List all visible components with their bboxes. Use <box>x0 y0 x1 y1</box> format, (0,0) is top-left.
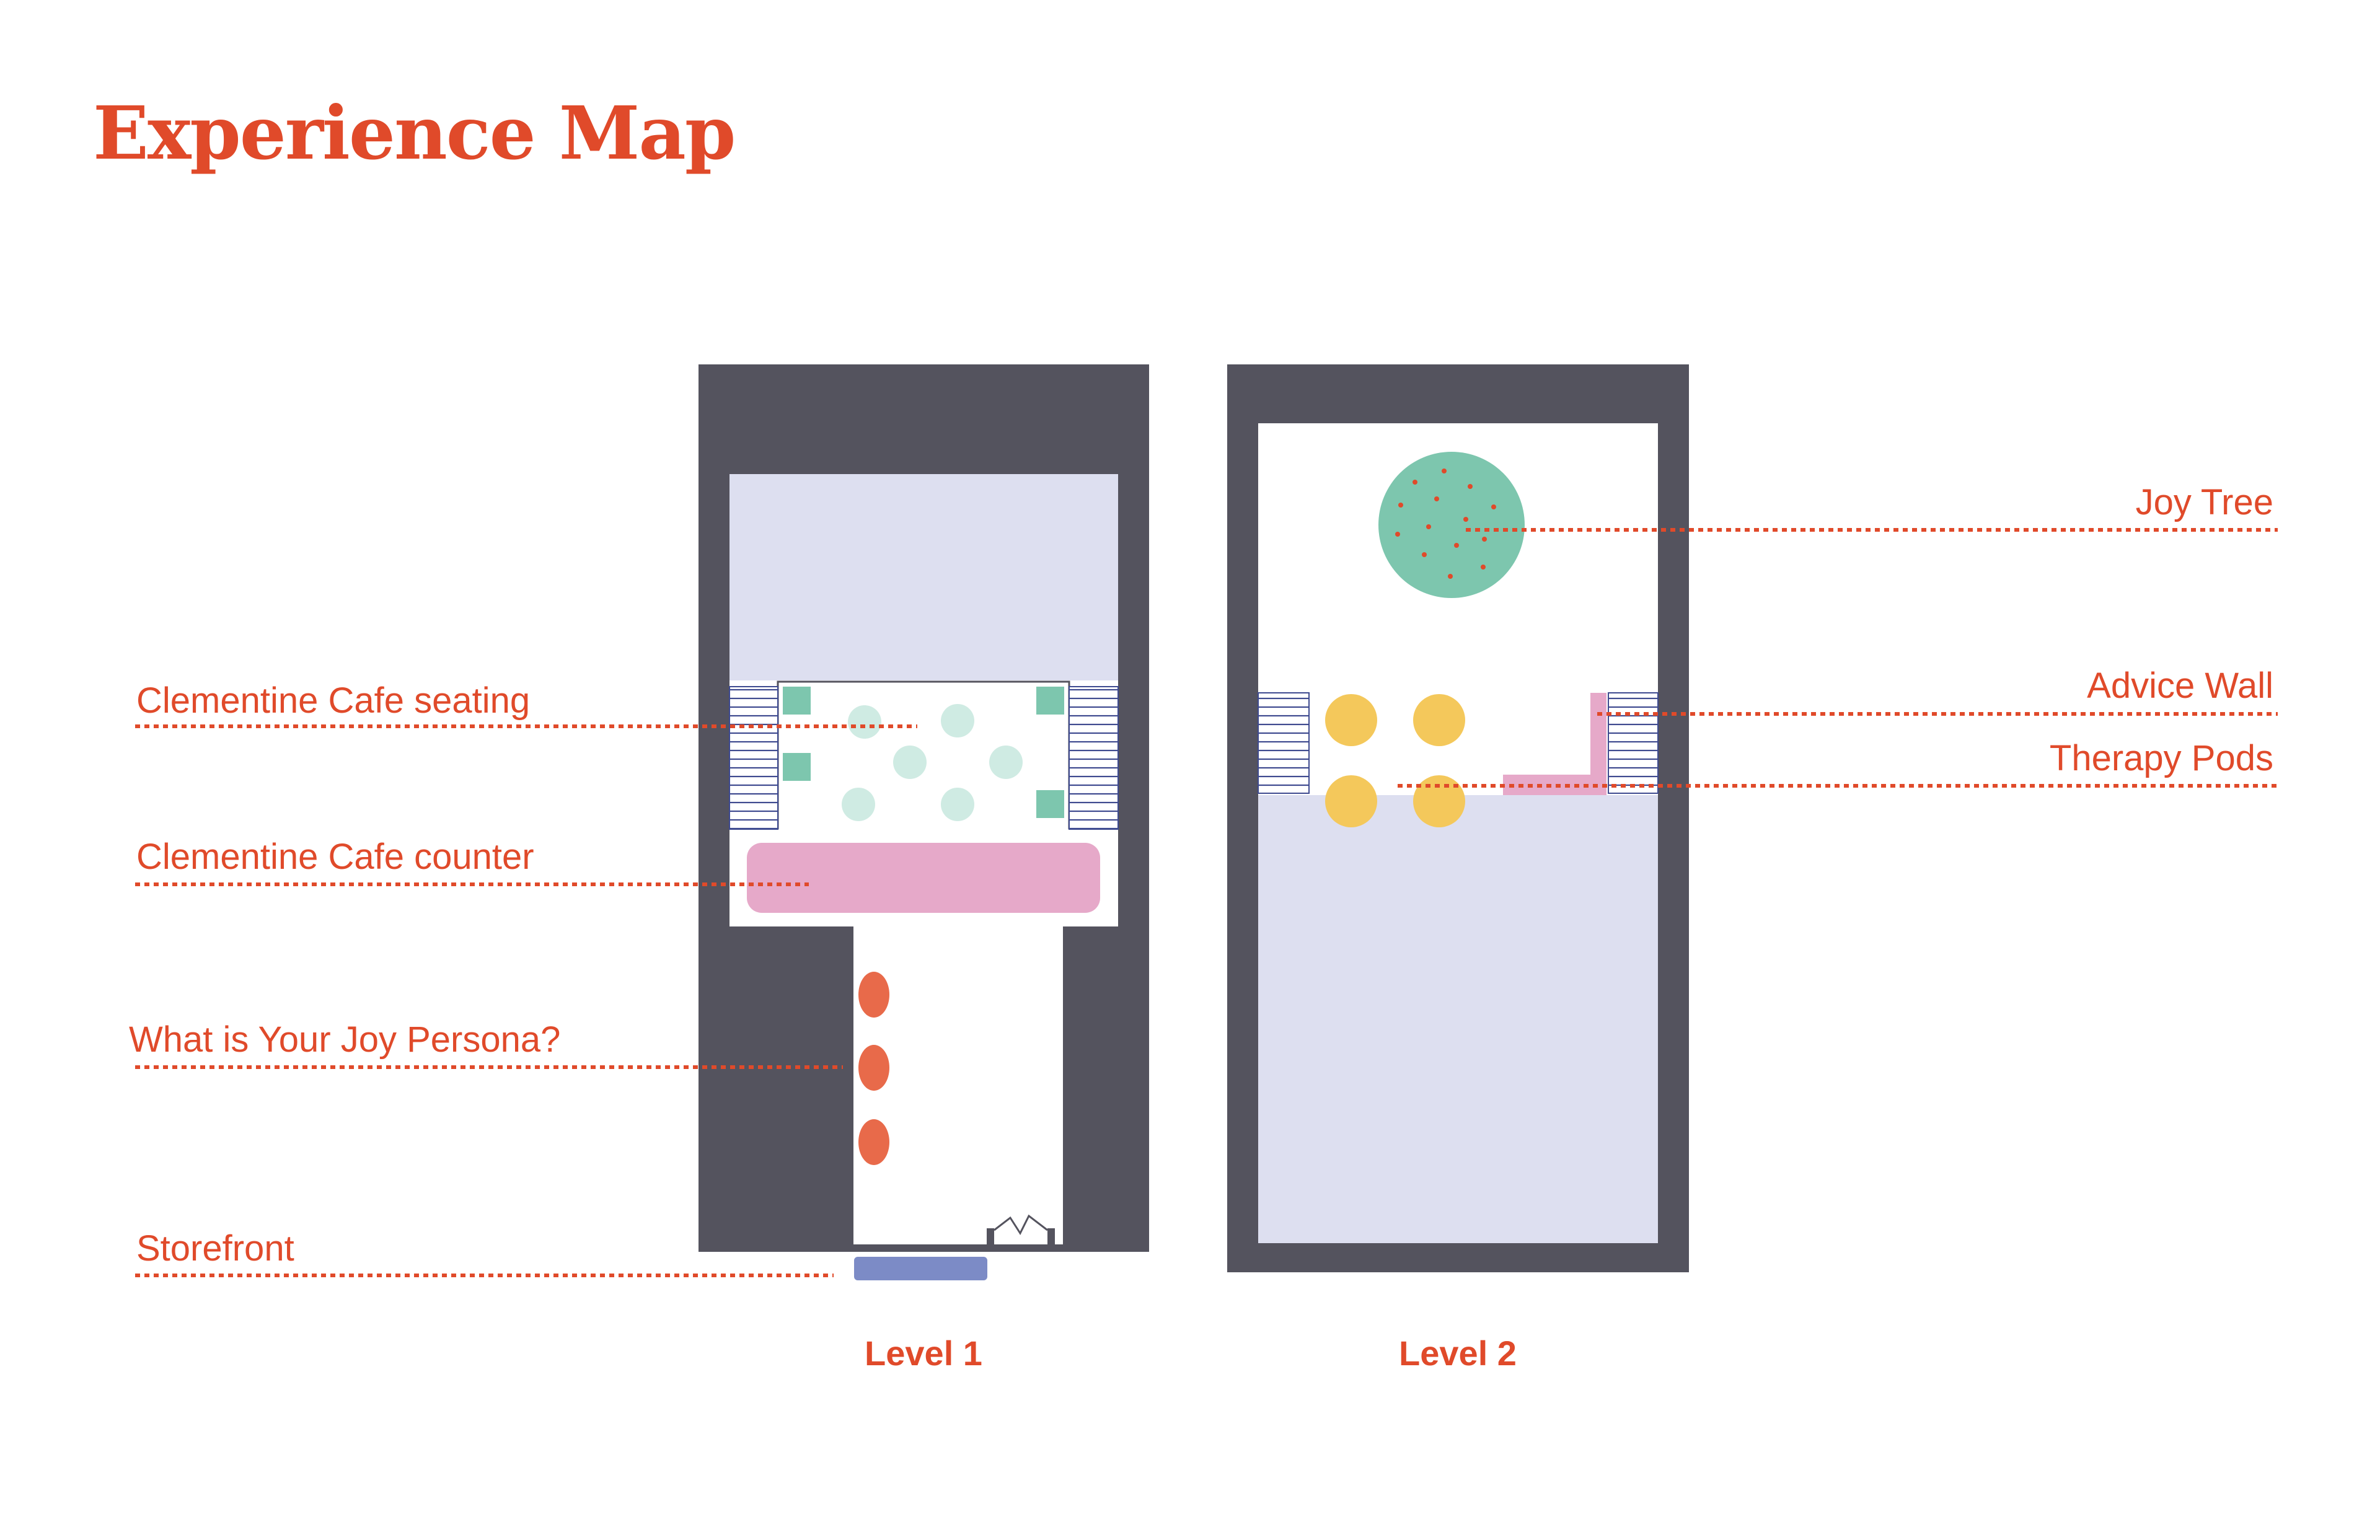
joy-persona-station <box>858 1045 889 1091</box>
level-1-stairs-right <box>1069 686 1119 830</box>
joy-persona-station <box>858 1119 889 1165</box>
level-1-floorplan <box>699 364 1149 1280</box>
cafe-seat <box>848 705 881 739</box>
cafe-seat <box>941 788 974 821</box>
level-2-stairs-left <box>1258 692 1310 794</box>
cafe-seat <box>941 704 974 737</box>
level-2-stairs-right <box>1608 692 1659 794</box>
label-joy-tree: Joy Tree <box>2136 482 2273 522</box>
cafe-seat <box>893 746 927 779</box>
label-storefront: Storefront <box>136 1228 294 1269</box>
level-1-stairs-left <box>729 686 778 830</box>
level-2-lower-zone <box>1258 795 1658 1243</box>
cafe-table <box>783 753 811 781</box>
cafe-seat <box>989 746 1023 779</box>
label-cafe-counter: Clementine Cafe counter <box>136 837 534 877</box>
storefront-window <box>854 1257 987 1280</box>
joy-tree-leaves <box>1395 469 1496 579</box>
therapy-pod <box>1413 775 1465 827</box>
page-title: Experience Map <box>93 90 736 176</box>
level-2-label: Level 2 <box>1399 1334 1517 1373</box>
therapy-pod <box>1325 775 1377 827</box>
label-therapy-pods: Therapy Pods <box>2050 738 2273 778</box>
therapy-pod <box>1325 694 1377 746</box>
entry-door-icon <box>987 1214 1055 1244</box>
therapy-pod <box>1413 694 1465 746</box>
cafe-table <box>783 687 811 715</box>
level-1-back-zone <box>729 474 1118 680</box>
cafe-counter <box>747 843 1100 913</box>
callout-leader-lines <box>135 528 2278 1277</box>
cafe-table <box>1036 790 1064 818</box>
level-1-label: Level 1 <box>865 1334 982 1373</box>
level-1-corridor <box>853 923 1063 1244</box>
level-2-floorplan <box>1227 364 1689 1272</box>
joy-persona-station <box>858 972 889 1018</box>
joy-tree <box>1378 452 1525 598</box>
label-advice-wall: Advice Wall <box>2087 666 2273 706</box>
label-joy-persona: What is Your Joy Persona? <box>129 1019 560 1060</box>
label-cafe-seating: Clementine Cafe seating <box>136 680 530 721</box>
cafe-table <box>1036 687 1064 715</box>
cafe-seat <box>842 788 875 821</box>
